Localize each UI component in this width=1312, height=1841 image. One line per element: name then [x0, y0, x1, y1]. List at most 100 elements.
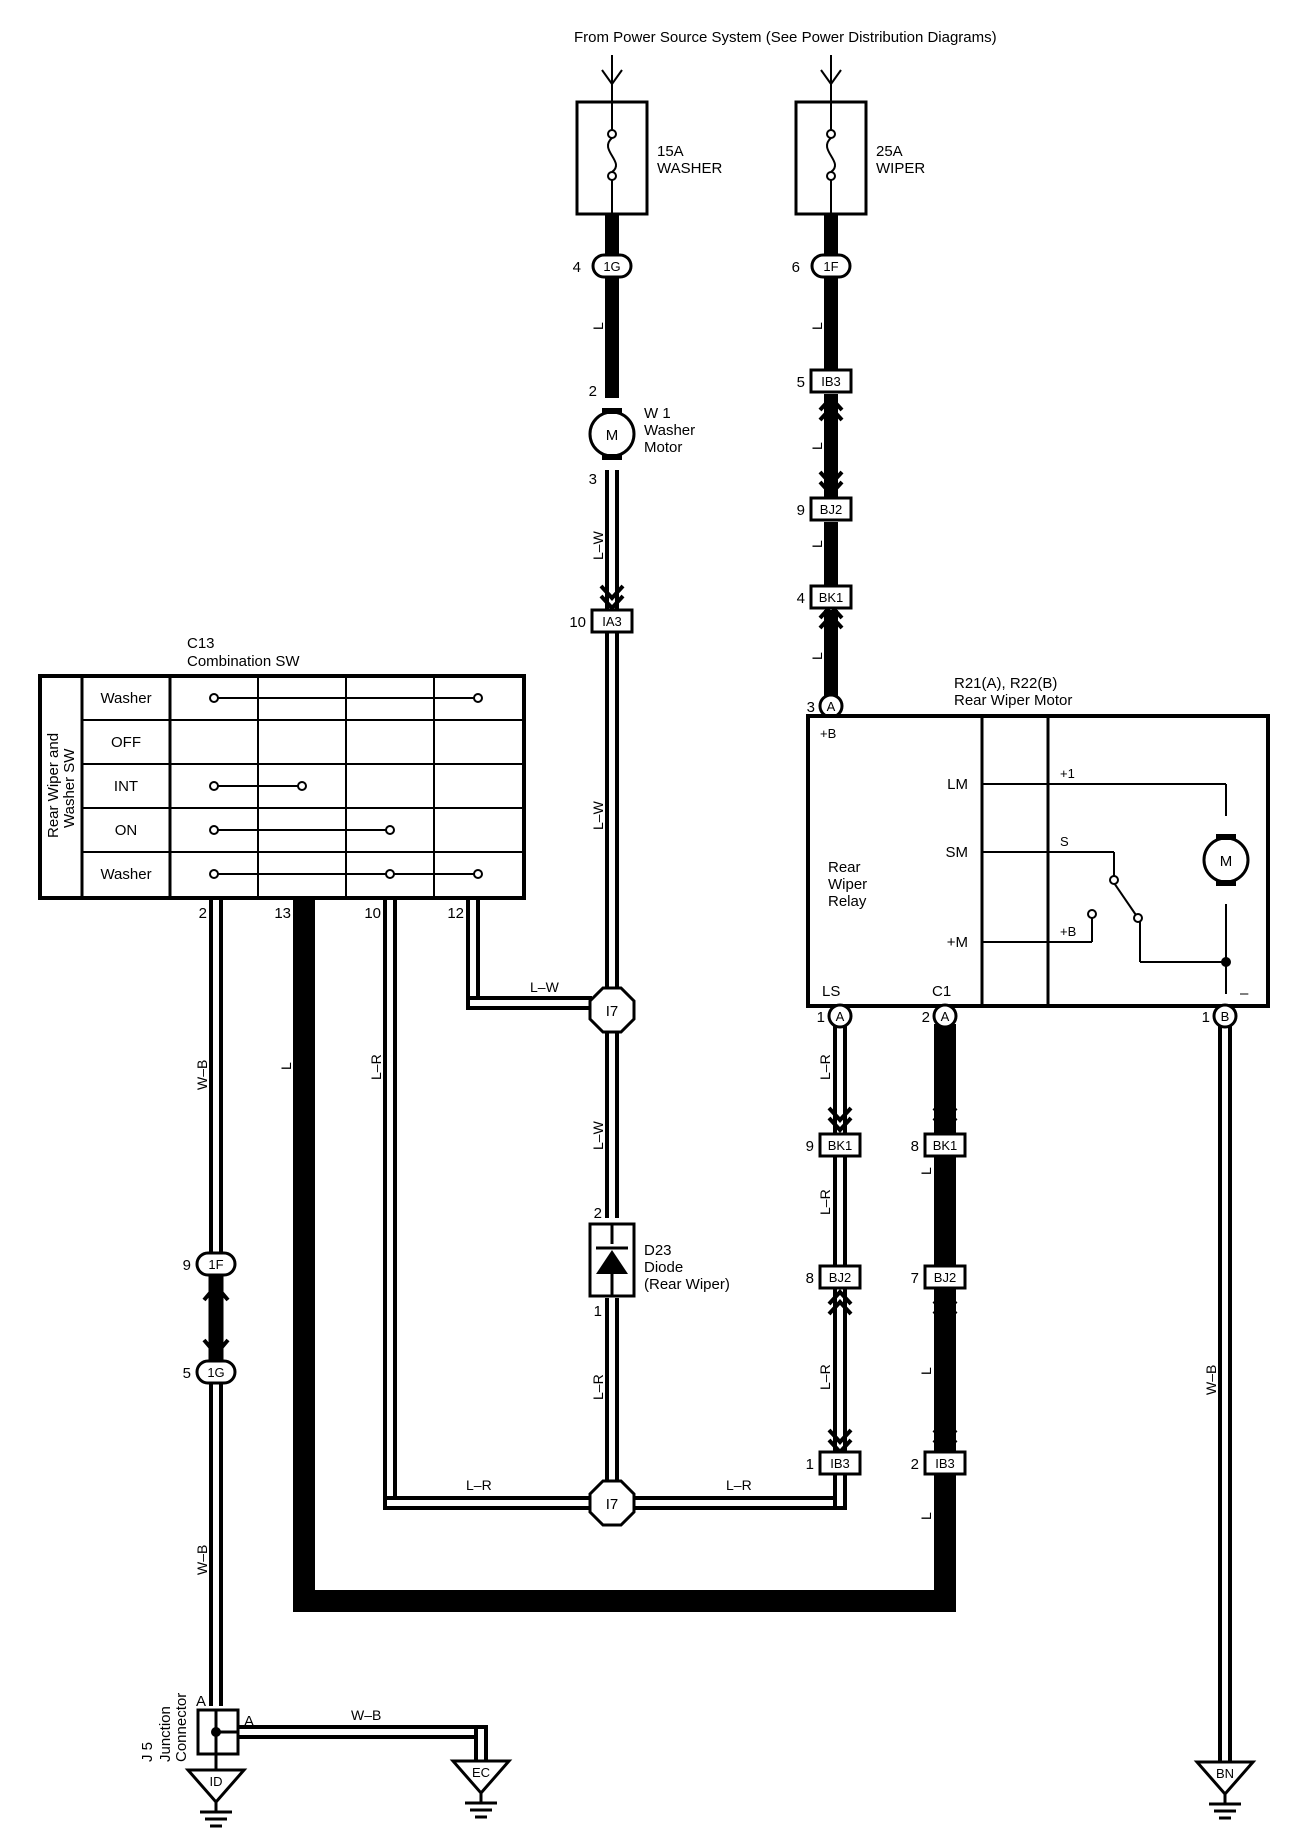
wire-label-lr-3: L–R	[726, 1477, 752, 1493]
svg-text:1G: 1G	[207, 1365, 224, 1380]
wire-label-wb-2: W–B	[194, 1545, 210, 1575]
combination-sw-row-2: INT	[114, 778, 138, 795]
connector-a1: A	[827, 1003, 853, 1029]
wire-label-lr-7: L–R	[817, 1364, 833, 1390]
rear-wiper-motor-symbol: M	[1220, 853, 1233, 870]
wire-label-lr-5: L–R	[817, 1054, 833, 1080]
wire-label-lr-4: L–R	[368, 1054, 384, 1080]
combination-sw-pin-12: 12	[447, 905, 464, 922]
svg-text:A: A	[941, 1009, 950, 1024]
connector-ib3-top: IB3	[809, 368, 853, 394]
svg-text:B: B	[1221, 1009, 1230, 1024]
svg-text:1F: 1F	[823, 259, 838, 274]
diode-pin-in: 2	[594, 1205, 602, 1222]
pin-bj2-right: 7	[911, 1270, 919, 1287]
wire-washer-lw-1	[605, 470, 619, 610]
pin-1f-left: 9	[183, 1257, 191, 1274]
combination-sw-contacts	[209, 693, 483, 879]
wire-sw2-wb	[209, 900, 223, 1706]
diode-d23	[588, 1222, 636, 1298]
pin-ib3-left: 1	[806, 1456, 814, 1473]
wire-wiper-feed	[824, 214, 838, 698]
j5-name: Junction	[157, 1706, 174, 1762]
supply-arrow-wiper	[820, 55, 842, 102]
pin-a3: 3	[807, 699, 815, 716]
svg-text:BJ2: BJ2	[829, 1270, 851, 1285]
wire-label-l-1: L	[590, 322, 606, 330]
ground-id: ID	[184, 1768, 248, 1828]
connector-ia3: IA3	[590, 608, 634, 634]
terminal-c1: C1	[932, 983, 951, 1000]
svg-text:IA3: IA3	[602, 614, 622, 629]
pin-ib3-top: 5	[797, 374, 805, 391]
wire-label-l-5: L	[809, 652, 825, 660]
fuse-wiper	[794, 100, 868, 216]
terminal-ls: LS	[822, 983, 840, 1000]
wire-sw12-lw	[466, 900, 592, 1010]
wire-label-l-9: L	[918, 1512, 934, 1520]
connector-bj2-right: BJ2	[923, 1264, 967, 1290]
connector-1f-left: 1F	[195, 1251, 237, 1277]
connector-b1: B	[1212, 1003, 1238, 1029]
combination-sw-pin-2: 2	[199, 905, 207, 922]
j5-pin-in: A	[196, 1693, 206, 1710]
combination-sw-side-label-1: Rear Wiper and	[45, 733, 62, 838]
connector-bk1-right: BK1	[923, 1132, 967, 1158]
rear-wiper-motor	[806, 714, 1270, 1008]
connector-bk1-top: BK1	[809, 584, 853, 610]
diode-name-2: (Rear Wiper)	[644, 1276, 730, 1293]
combination-sw-row-3: ON	[115, 822, 138, 839]
combination-sw-name: Combination SW	[187, 653, 300, 670]
combination-sw-pin-13: 13	[274, 905, 291, 922]
pin-ia3: 10	[569, 614, 586, 631]
washer-motor-name-1: Washer	[644, 422, 695, 439]
svg-text:BJ2: BJ2	[820, 502, 842, 517]
terminal-plus1: +1	[1060, 766, 1075, 781]
svg-text:A: A	[827, 699, 836, 714]
wire-label-wb-1: W–B	[194, 1060, 210, 1090]
wire-label-lw-2: L–W	[590, 800, 606, 830]
svg-text:IB3: IB3	[935, 1456, 955, 1471]
pin-a2: 2	[922, 1009, 930, 1026]
svg-text:BK1: BK1	[819, 590, 844, 605]
pin-a1: 1	[817, 1009, 825, 1026]
pin-1g-top: 4	[573, 259, 581, 276]
fuse-wiper-name: WIPER	[876, 160, 925, 177]
j5-pin-out: A	[244, 1713, 254, 1730]
ground-ec: EC	[449, 1759, 513, 1819]
combination-sw-side-label-2: Washer SW	[61, 748, 78, 828]
terminal-plus-m: +M	[947, 934, 968, 951]
j5-ref: J 5	[139, 1742, 156, 1762]
pin-bk1-right: 8	[911, 1138, 919, 1155]
wire-label-lr-1: L–R	[590, 1374, 606, 1400]
wire-b1-bn	[1218, 1020, 1232, 1762]
connector-a3: A	[818, 693, 844, 719]
pin-bj2-left: 8	[806, 1270, 814, 1287]
svg-text:1G: 1G	[603, 259, 620, 274]
connector-1f-top: 1F	[810, 253, 852, 279]
wire-label-lw-1: L–W	[590, 530, 606, 560]
svg-text:IB3: IB3	[830, 1456, 850, 1471]
svg-text:1F: 1F	[208, 1257, 223, 1272]
svg-text:I7: I7	[606, 1003, 619, 1020]
junction-i7-bottom: I7	[588, 1479, 636, 1527]
combination-sw-row-0: Washer	[100, 690, 151, 707]
svg-text:I7: I7	[606, 1496, 619, 1513]
power-source-note: From Power Source System (See Power Dist…	[574, 29, 997, 46]
washer-motor-symbol: M	[606, 427, 619, 444]
wire-label-l-7: L	[918, 1167, 934, 1175]
relay-label-1: Rear	[828, 859, 861, 876]
pin-1f-top: 6	[792, 259, 800, 276]
wire-label-l-6: L	[278, 1062, 294, 1070]
wire-label-lw-3: L–W	[590, 1120, 606, 1150]
svg-text:BN: BN	[1216, 1766, 1234, 1781]
connector-a2: A	[932, 1003, 958, 1029]
washer-motor-name-2: Motor	[644, 439, 682, 456]
chevron-1f-1g	[202, 1268, 230, 1372]
wire-sw10-lr	[383, 900, 592, 1510]
wire-label-lr-2: L–R	[466, 1477, 492, 1493]
rear-wiper-motor-name: Rear Wiper Motor	[954, 692, 1072, 709]
svg-text:BJ2: BJ2	[934, 1270, 956, 1285]
rear-wiper-motor-armature: M	[1202, 834, 1250, 886]
supply-arrow-washer	[601, 55, 623, 102]
